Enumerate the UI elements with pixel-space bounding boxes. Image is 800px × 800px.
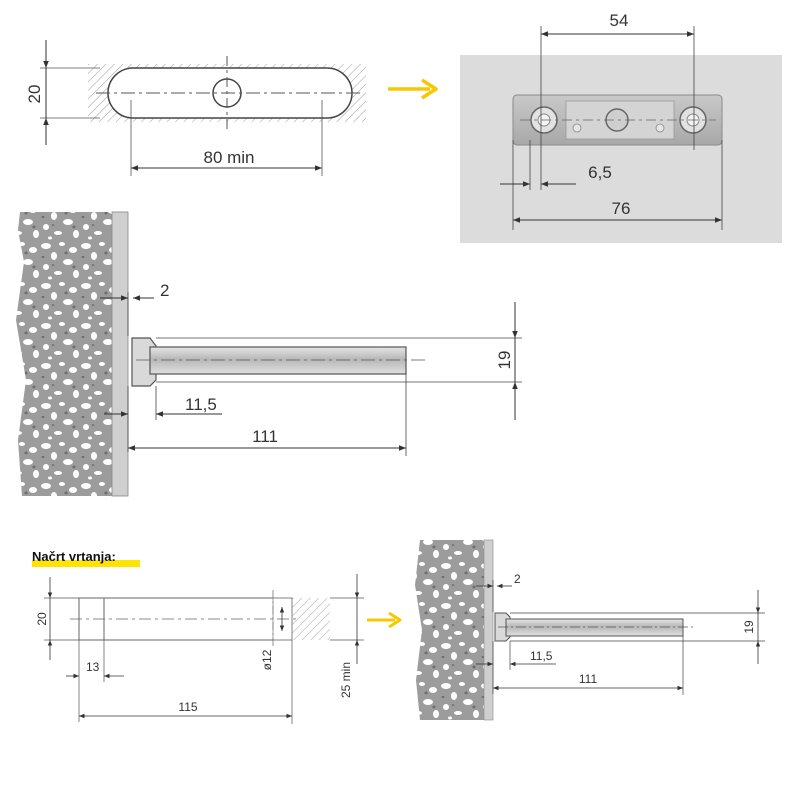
- rod-length-label: 111: [252, 427, 278, 446]
- slot-height-label: 20: [25, 85, 44, 104]
- drilling-plan-title: Načrt vrtanja:: [32, 549, 116, 564]
- plate-small-screw-left: [572, 123, 582, 133]
- drilling-plan: Načrt vrtanja: 20 13 ø12 115 25 mi: [32, 549, 364, 724]
- rod-side-view-small: 2 19 11,5 111: [415, 539, 765, 721]
- arrow-2-head: [388, 611, 402, 629]
- wall-stone-texture: [16, 212, 128, 496]
- plate-total-label: 76: [612, 199, 631, 218]
- plate-view: 54 6,5 76: [460, 11, 782, 243]
- rod-height-label: 19: [495, 351, 514, 370]
- small-rod-body: [505, 618, 684, 637]
- arrow-2: [367, 611, 402, 629]
- rod-short-label: 11,5: [185, 395, 217, 414]
- small-wall-stone-texture: [415, 540, 492, 720]
- rod-side-view: 2 19 11,5 111: [16, 211, 522, 497]
- drill-depth-label: 115: [178, 700, 197, 714]
- rod-body: [149, 346, 407, 375]
- drill-diameter-label: ø12: [260, 649, 274, 670]
- slot-length-label: 80 min: [203, 148, 254, 167]
- plate-photo-background: [460, 55, 782, 243]
- plate-offset-label: 6,5: [588, 163, 612, 182]
- wall-surface: [111, 211, 129, 497]
- rod-gap-label: 2: [160, 281, 169, 300]
- small-gap-label: 2: [514, 572, 521, 586]
- plate-span-label: 54: [610, 11, 629, 30]
- small-wall-surface: [483, 539, 494, 721]
- drill-height-label: 20: [35, 612, 49, 626]
- arrow-1-head: [421, 78, 438, 100]
- small-height-label: 19: [742, 620, 756, 634]
- drill-counterbore-label: 13: [86, 660, 100, 674]
- small-short-label: 11,5: [530, 649, 553, 663]
- slot-view: 20 80 min: [25, 40, 366, 176]
- drilling-plan-title-highlight: [32, 560, 140, 567]
- drill-thickness-label: 25 min: [339, 662, 353, 698]
- arrow-1: [388, 78, 438, 100]
- small-length-label: 111: [579, 672, 598, 686]
- plate-small-screw-right: [655, 123, 665, 133]
